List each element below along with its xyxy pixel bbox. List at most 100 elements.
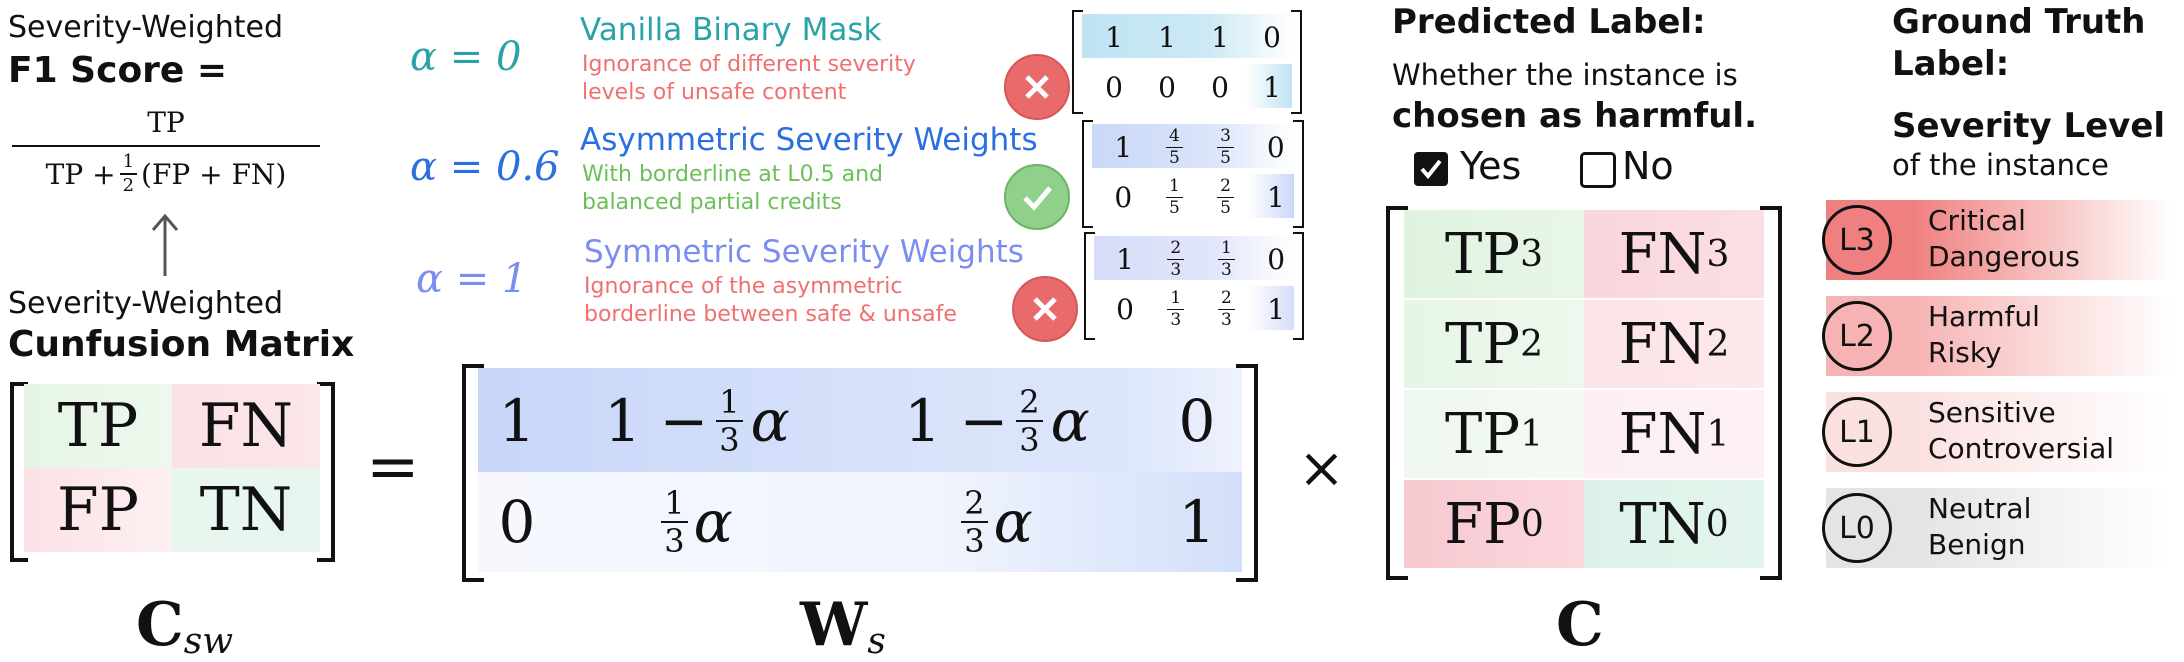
cross-icon: [1004, 54, 1070, 120]
variant-cell: 1: [1266, 180, 1285, 214]
csw-cell-fn: FN: [172, 384, 320, 468]
cross-icon: [1012, 276, 1078, 342]
gt-title2: Label:: [1892, 44, 2010, 84]
times-sign: ×: [1298, 436, 1345, 501]
yes-checkbox[interactable]: [1414, 152, 1448, 186]
severity-badge-l0: L0: [1822, 493, 1892, 563]
c-cell-label: TP: [1445, 401, 1521, 467]
variant-cell: 1: [1267, 292, 1286, 326]
predicted-desc2: chosen as harmful.: [1392, 96, 1757, 136]
yes-label: Yes: [1460, 144, 1522, 188]
ws-r2c2-den: 3: [664, 522, 685, 560]
variant-cell: 1: [1105, 20, 1123, 54]
variant-desc1: Ignorance of the asymmetric: [584, 274, 903, 299]
ws-row2-highlight: [478, 472, 1242, 572]
csw-symbol-sub: sw: [183, 621, 234, 662]
ws-r2c1: 0: [498, 488, 536, 556]
c-cell-sub: 2: [1706, 323, 1730, 365]
variant-cell: 0: [1114, 180, 1133, 214]
variant-title: Vanilla Binary Mask: [580, 12, 882, 48]
predicted-desc1: Whether the instance is: [1392, 58, 1738, 92]
variant-cell: 0: [1211, 70, 1229, 104]
ws-r1c2-num: 1: [716, 386, 743, 422]
f1-title-line1: Severity-Weighted: [8, 10, 283, 45]
variant-cell: 1: [1116, 242, 1134, 276]
up-arrow-icon: [151, 213, 179, 276]
csw-cell-tn: TN: [172, 468, 320, 552]
c-cell-sub: 0: [1520, 503, 1544, 545]
variant-row1-highlight: [1092, 124, 1294, 168]
variant-desc2: borderline between safe & unsafe: [584, 302, 957, 327]
c-cell-label: TP: [1445, 221, 1521, 287]
ws-r1c1: 1: [498, 387, 536, 455]
variant-alpha: α = 0.6: [410, 144, 560, 190]
c-cell-sub: 2: [1520, 323, 1543, 365]
c-cell-sub: 1: [1520, 413, 1543, 455]
ws-r1c3-num: 2: [1016, 386, 1043, 422]
variant-row1-highlight: [1082, 14, 1292, 58]
ws-r1c3-den: 3: [1019, 421, 1040, 459]
csw-cell-tp: TP: [24, 384, 172, 468]
variant-cell: 1: [1211, 20, 1229, 54]
variant-row2-highlight: [1248, 286, 1294, 330]
no-label: No: [1622, 144, 1674, 188]
gt-sub1: Severity Level: [1892, 106, 2166, 146]
variant-cell: 1: [1114, 130, 1133, 164]
no-checkbox[interactable]: [1580, 152, 1616, 188]
ws-row1-highlight: [478, 368, 1242, 472]
severity-name1: Neutral: [1928, 492, 2032, 525]
ws-symbol: Ws: [800, 590, 886, 662]
severity-name1: Sensitive: [1928, 396, 2056, 429]
severity-badge-l3: L3: [1822, 205, 1892, 275]
ws-r2c3-alpha: α: [993, 488, 1033, 556]
ws-r1c3-pre: 1 −: [904, 387, 1009, 455]
f1-denominator: TP + 1 2 (FP + FN): [12, 145, 320, 195]
variant-title: Asymmetric Severity Weights: [580, 122, 1038, 158]
variant-row2-highlight: [1246, 64, 1292, 108]
variant-alpha: α = 0: [410, 34, 522, 80]
equals-sign: =: [366, 430, 420, 504]
csw-symbol: Csw: [136, 590, 233, 662]
severity-name2: Controversial: [1928, 432, 2115, 465]
variant-cell: 0: [1158, 70, 1176, 104]
c-symbol: C: [1556, 590, 1604, 660]
f1-numerator: TP: [147, 106, 185, 139]
ws-r1c4: 0: [1178, 387, 1216, 455]
f1-den-prefix: TP +: [45, 157, 116, 191]
variant-title: Symmetric Severity Weights: [584, 234, 1024, 270]
predicted-title: Predicted Label:: [1392, 2, 1706, 42]
ws-symbol-sub: s: [867, 621, 886, 662]
check-icon: [1004, 164, 1070, 230]
ws-r2c3-den: 3: [964, 522, 985, 560]
variant-row2-highlight: [1248, 174, 1294, 218]
half-fraction: 1 2: [119, 153, 138, 195]
ws-r2c2-num: 1: [661, 487, 688, 523]
variant-desc2: balanced partial credits: [582, 190, 842, 215]
ws-r1c2-alpha: α: [750, 387, 790, 455]
c-cell-label: FN: [1618, 221, 1707, 287]
gt-sub2: of the instance: [1892, 148, 2109, 182]
c-cell-sub: 0: [1705, 503, 1729, 545]
variant-cell: 0: [1267, 242, 1286, 276]
